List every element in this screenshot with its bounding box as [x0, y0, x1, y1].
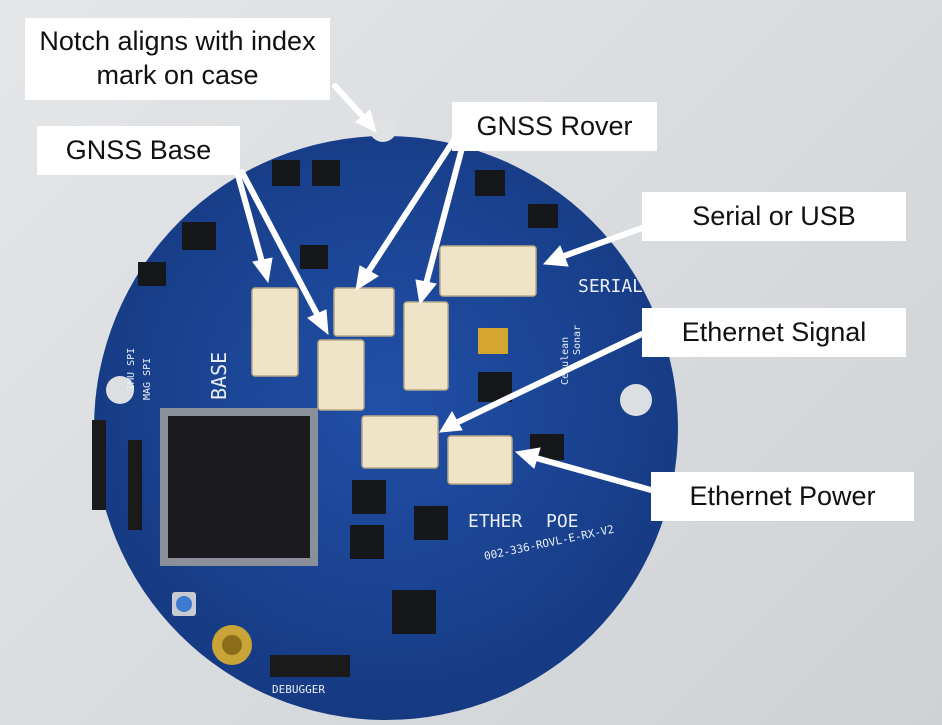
silk-serial: SERIAL [578, 276, 643, 297]
index-notch [369, 114, 397, 142]
silk-base: BASE [207, 352, 231, 400]
solder-jumpers [478, 328, 508, 354]
silk-imu-spi: IMU SPI [126, 348, 137, 390]
gnss-rover-connector-2 [403, 301, 449, 391]
ethernet-power-connector [447, 435, 513, 485]
gnss-rover-connector-1 [333, 287, 395, 337]
callout-ethernet-power: Ethernet Power [651, 472, 914, 521]
callout-arrows [233, 83, 654, 493]
callout-gnss-base: GNSS Base [37, 126, 240, 175]
silk-debugger: DEBUGGER [272, 683, 325, 696]
serial-connector [439, 245, 537, 297]
mcu-chip [168, 416, 310, 558]
callout-ethernet-signal: Ethernet Signal [642, 308, 906, 357]
gnss-base-connector-1 [251, 287, 299, 377]
mounting-hole [106, 376, 134, 404]
gnss-base-connector-2 [317, 339, 365, 411]
debugger-header [270, 655, 350, 677]
silk-cerulean: Cerulean [560, 337, 571, 385]
silk-ether: ETHER [468, 511, 522, 532]
ethernet-signal-connector [361, 415, 439, 469]
silk-sonar: Sonar [572, 325, 583, 355]
callout-gnss-rover: GNSS Rover [452, 102, 657, 151]
callout-notch: Notch aligns with index mark on case [25, 18, 330, 100]
circuit-board: SERIAL BASE ETHER POE DEBUGGER 002-336-R… [92, 114, 678, 720]
callout-serial-usb: Serial or USB [642, 192, 906, 241]
silk-mag-spi: MAG SPI [142, 358, 153, 400]
mounting-hole [620, 384, 652, 416]
silk-poe: POE [546, 511, 579, 532]
